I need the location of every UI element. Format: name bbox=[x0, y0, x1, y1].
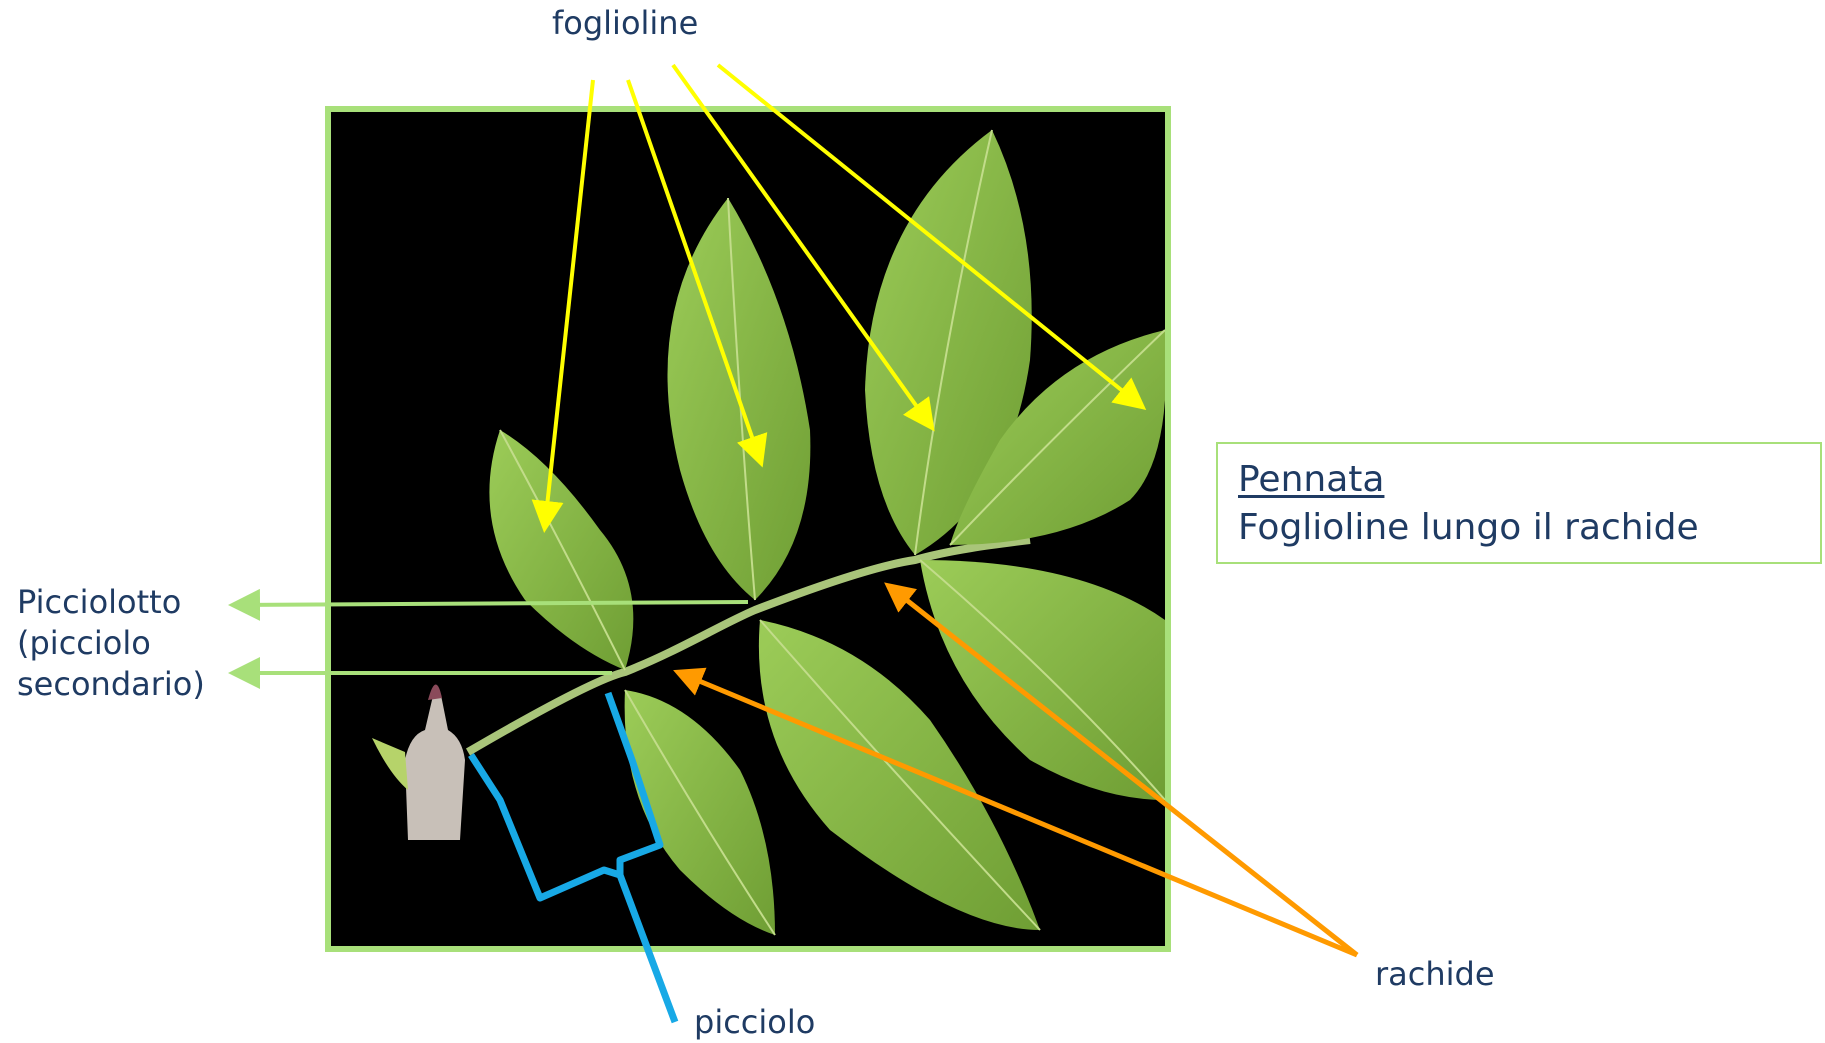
foglioline-label: foglioline bbox=[552, 4, 698, 42]
compound-leaf-photo bbox=[325, 106, 1171, 952]
leaflet-1 bbox=[489, 430, 633, 670]
leaflet-2 bbox=[668, 198, 811, 600]
leaf-type-description: Foglioline lungo il rachide bbox=[1238, 506, 1699, 550]
rachide-label: rachide bbox=[1375, 955, 1495, 993]
leaf-type-box: Pennata Foglioline lungo il rachide bbox=[1216, 442, 1822, 564]
leaflets bbox=[489, 130, 1165, 935]
leaf-type-title: Pennata bbox=[1238, 458, 1384, 502]
picciolo-secondario-label: Picciolotto (picciolo secondario) bbox=[17, 582, 205, 705]
compound-leaf-illustration bbox=[331, 112, 1165, 946]
picciolo-label: picciolo bbox=[694, 1003, 815, 1041]
bud bbox=[372, 684, 465, 840]
